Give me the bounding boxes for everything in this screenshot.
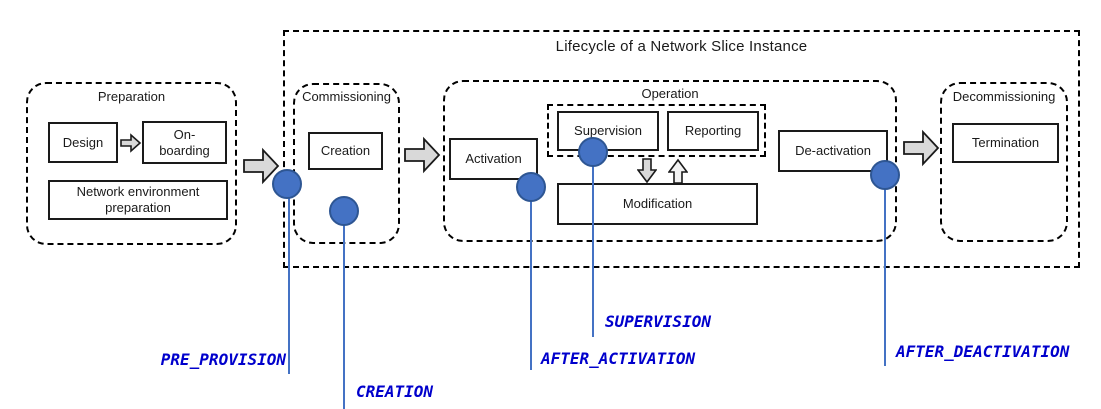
diagram-title: Lifecycle of a Network Slice Instance bbox=[555, 38, 808, 55]
creation-box: Creation bbox=[308, 132, 383, 170]
supervision-marker-dot bbox=[578, 137, 608, 167]
creation-marker-line bbox=[343, 225, 345, 409]
operation-title: Operation bbox=[641, 86, 699, 101]
design-box: Design bbox=[48, 122, 118, 163]
preparation-to-commissioning-arrow-icon bbox=[243, 147, 280, 185]
creation-marker-dot bbox=[329, 196, 359, 226]
preparation-title: Preparation bbox=[97, 89, 166, 104]
modification-box: Modification bbox=[557, 183, 758, 225]
design-to-onboarding-arrow-icon bbox=[119, 132, 143, 154]
after-activation-label: AFTER_ACTIVATION bbox=[541, 349, 696, 368]
after-deactivation-marker-line bbox=[884, 189, 886, 366]
pre-provision-marker-line bbox=[288, 198, 290, 374]
pre-provision-label: PRE_PROVISION bbox=[160, 350, 286, 369]
termination-box: Termination bbox=[952, 123, 1059, 163]
network-environment-preparation-box: Network environment preparation bbox=[48, 180, 228, 220]
onboarding-box: On-boarding bbox=[142, 121, 227, 164]
reporting-box: Reporting bbox=[667, 111, 759, 151]
lifecycle-outer-box bbox=[283, 30, 1080, 268]
after-activation-marker-dot bbox=[516, 172, 546, 202]
pre-provision-marker-dot bbox=[272, 169, 302, 199]
commissioning-phase-box bbox=[293, 83, 400, 244]
preparation-phase-box bbox=[26, 82, 237, 245]
creation-label: CREATION bbox=[356, 382, 434, 401]
supervision-marker-line bbox=[592, 166, 594, 337]
after-deactivation-marker-dot bbox=[870, 160, 900, 190]
deactivation-box: De-activation bbox=[778, 130, 888, 172]
operation-to-decommissioning-arrow-icon bbox=[903, 129, 940, 167]
supervision-reporting-group-box bbox=[547, 104, 766, 157]
after-deactivation-label: AFTER_DEACTIVATION bbox=[896, 342, 1070, 361]
supervision-label: SUPERVISION bbox=[605, 312, 711, 331]
commissioning-to-operation-arrow-icon bbox=[404, 136, 441, 174]
after-activation-marker-line bbox=[530, 201, 532, 370]
decommissioning-title: Decommissioning bbox=[952, 89, 1056, 104]
supervision-to-modification-down-arrow-icon bbox=[637, 158, 657, 184]
commissioning-title: Commissioning bbox=[302, 89, 391, 104]
decommissioning-phase-box bbox=[940, 82, 1068, 242]
operation-phase-box bbox=[443, 80, 897, 242]
supervision-box: Supervision bbox=[557, 111, 659, 151]
modification-to-reporting-up-arrow-icon bbox=[668, 158, 688, 184]
